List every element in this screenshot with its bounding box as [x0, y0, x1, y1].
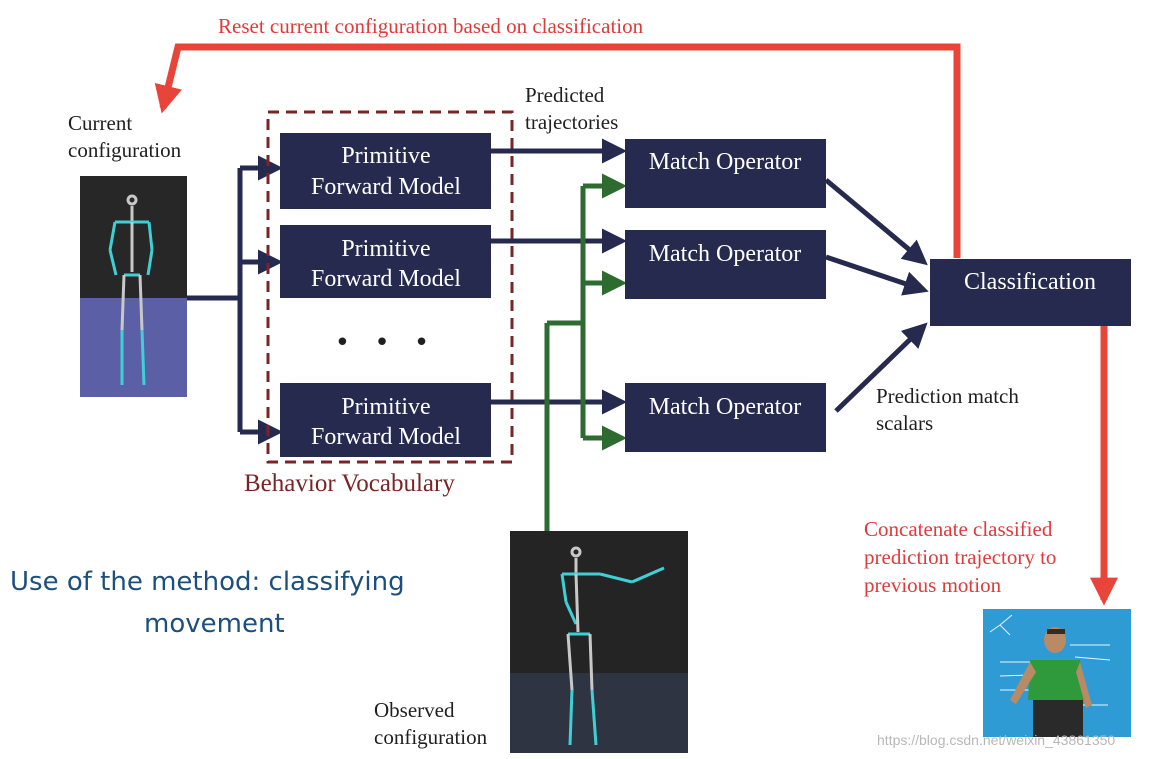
primitive-model-2-line1: Primitive [341, 236, 430, 262]
classification-label: Classification [964, 269, 1096, 295]
match-operator-2: Match Operator [625, 230, 826, 299]
concatenate-label-line2: prediction trajectory to [864, 545, 1056, 569]
observed-config-image [510, 531, 688, 753]
predicted-label-line1: Predicted [525, 83, 605, 107]
primitive-model-1-line2: Forward Model [311, 174, 461, 200]
primitive-model-2: Primitive Forward Model [280, 225, 491, 298]
behavior-vocabulary-box [266, 110, 514, 464]
feedback-arrow [154, 43, 961, 258]
concatenate-label-line3: previous motion [864, 573, 1002, 597]
input-branch-arrows [187, 155, 283, 445]
feedback-label: Reset current configuration based on cla… [218, 14, 644, 38]
primitive-model-1-line1: Primitive [341, 143, 430, 169]
primitive-model-3-line1: Primitive [341, 394, 430, 420]
scalar-arrows [824, 178, 929, 413]
classification-box: Classification [930, 259, 1131, 326]
slide-title-line1: Use of the method: classifying [10, 567, 405, 597]
watermark: https://blog.csdn.net/weixin_43861350 [877, 732, 1115, 748]
prediction-scalars-label-line2: scalars [876, 411, 933, 435]
ellipsis: • • • [335, 328, 438, 358]
observed-label-line2: configuration [374, 725, 488, 749]
match-operator-1: Match Operator [625, 139, 826, 208]
primitive-model-3-line2: Forward Model [311, 424, 461, 450]
behavior-vocabulary-label: Behavior Vocabulary [244, 470, 455, 497]
current-config-label-line2: configuration [68, 138, 182, 162]
observed-label-line1: Observed [374, 698, 455, 722]
current-config-image [80, 176, 187, 397]
match-operator-3: Match Operator [625, 383, 826, 452]
current-config-label-line1: Current [68, 111, 132, 135]
prediction-arrows [491, 138, 627, 415]
predicted-label-line2: trajectories [525, 110, 618, 134]
observation-arrows [544, 173, 627, 533]
prediction-scalars-label-line1: Prediction match [876, 384, 1019, 408]
match-operator-1-label: Match Operator [649, 149, 802, 175]
primitive-model-2-line2: Forward Model [311, 266, 461, 292]
match-operator-3-label: Match Operator [649, 394, 802, 420]
primitive-model-1: Primitive Forward Model [280, 133, 491, 209]
slide-title-line2: movement [144, 609, 285, 639]
primitive-model-3: Primitive Forward Model [280, 383, 491, 457]
match-operator-2-label: Match Operator [649, 241, 802, 267]
humanoid-output-image [983, 609, 1131, 737]
concatenate-label-line1: Concatenate classified [864, 517, 1053, 541]
